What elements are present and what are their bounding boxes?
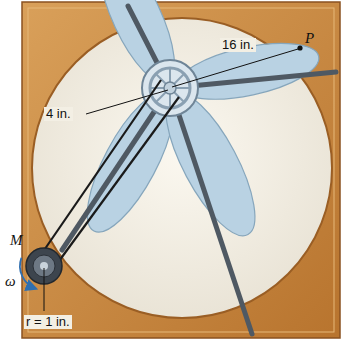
leader-line [86,90,168,114]
fan-blades [71,0,324,247]
dimension-label: 16 in. [220,38,256,52]
dimension-label: r = 1 in. [24,315,72,329]
housing-bevel [28,8,334,332]
rotation-arrow [20,258,36,289]
strut [170,88,252,334]
point-marker [297,45,302,50]
support-struts [62,6,336,334]
point-label: P [303,30,316,47]
radius-line [172,49,298,87]
angular-velocity-symbol: ω [3,273,18,290]
dimension-label: 4 in. [44,107,73,121]
fan-opening [32,18,332,318]
drive-belt [38,80,179,272]
strut [62,88,170,250]
fan-housing [22,2,340,338]
leader-line [44,268,45,311]
dimension-lines [44,49,298,311]
motor-label: M [8,232,25,249]
